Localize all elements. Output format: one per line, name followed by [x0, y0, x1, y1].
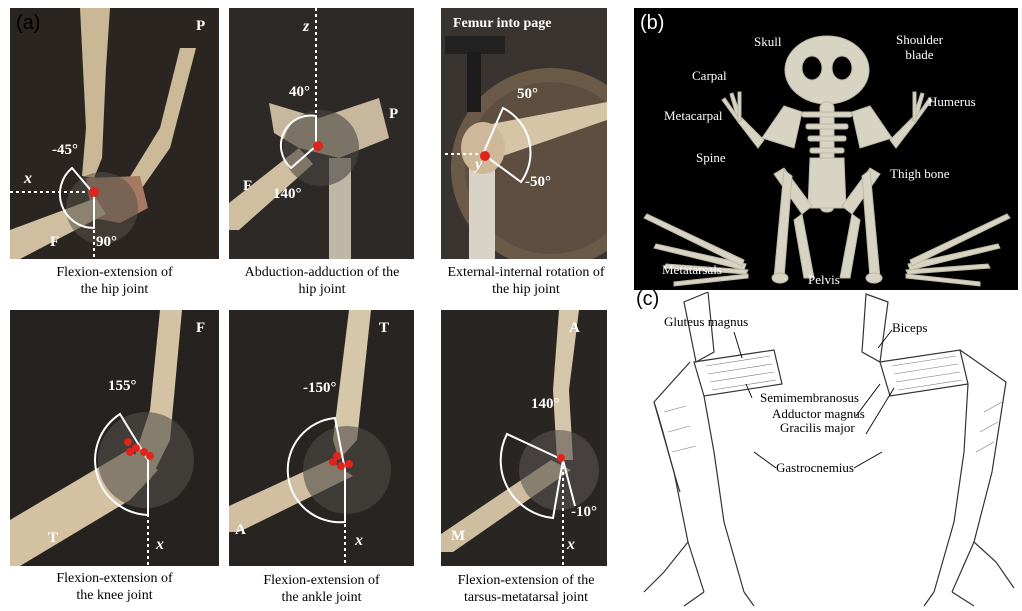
label-metatarsals: Metatarsals: [662, 262, 722, 277]
angle-knee: 155°: [108, 378, 137, 395]
photo-tarsus-metatarsal: A 140° -10° M x: [441, 310, 607, 566]
label-humerus: Humerus: [928, 94, 976, 109]
rotation-title: Femur into page: [453, 16, 552, 32]
label-tibia-t: T: [48, 530, 58, 547]
label-pelvis-p: P: [389, 106, 398, 123]
label-biceps: Biceps: [892, 320, 927, 336]
hip-rot-illustration: [441, 8, 607, 259]
label-thigh-bone: Thigh bone: [890, 166, 950, 181]
frog-muscle-illustration: [634, 292, 1018, 608]
caption-knee: Flexion-extension of the knee joint: [10, 570, 219, 604]
panel-label-c: (c): [636, 288, 659, 311]
angle-top: 50°: [517, 86, 538, 103]
angle-ankle: -150°: [303, 380, 337, 397]
label-semimembranosus: Semimembranosus: [760, 390, 859, 406]
label-carpal: Carpal: [692, 68, 727, 83]
axis-x: x: [24, 170, 32, 188]
frog-skeleton-illustration: [634, 8, 1018, 290]
panel-label-a: (a): [16, 12, 40, 35]
label-pelvis-p: P: [196, 18, 205, 35]
angle-bottom: -50°: [525, 174, 551, 191]
angle-bottom: 140°: [273, 186, 302, 203]
label-femur-f: F: [243, 178, 252, 195]
axis-x: x: [567, 536, 575, 554]
label-metatarsal-m: M: [451, 528, 465, 545]
label-gluteus-magnus: Gluteus magnus: [664, 314, 748, 330]
angle-top: -45°: [52, 142, 78, 159]
angle-top: 40°: [289, 84, 310, 101]
axis-y: y: [475, 156, 482, 174]
label-femur-f: F: [50, 234, 59, 251]
angle-bottom: 90°: [96, 234, 117, 251]
knee-illustration: [10, 310, 219, 566]
label-gracilis-major: Gracilis major: [780, 420, 855, 436]
label-ankle-a: A: [569, 320, 580, 337]
axis-x: x: [355, 532, 363, 550]
label-tibia-t: T: [379, 320, 389, 337]
angle-top: 140°: [531, 396, 560, 413]
photo-knee: F 155° T x: [10, 310, 219, 566]
photo-hip-flexion-extension: (a) P -45° x F 90°: [10, 8, 219, 259]
caption-tarsus: Flexion-extension of the tarsus-metatars…: [426, 572, 626, 606]
angle-bottom: -10°: [571, 504, 597, 521]
muscle-panel: (c) Gluteus magnus Biceps Semimembranosu…: [634, 292, 1018, 608]
label-shoulder-blade: Shoulder blade: [896, 32, 943, 62]
label-metacarpal: Metacarpal: [664, 108, 722, 123]
photo-hip-abduction-adduction: z 40° P F 140°: [229, 8, 414, 259]
photo-hip-rotation: Femur into page 50° y -50°: [441, 8, 607, 259]
label-spine: Spine: [696, 150, 726, 165]
photo-ankle: T -150° A x: [229, 310, 414, 566]
label-ankle-a: A: [235, 522, 246, 539]
caption-ankle: Flexion-extension of the ankle joint: [229, 572, 414, 606]
caption-hip-aa: Abduction-adduction of the hip joint: [222, 264, 422, 298]
axis-x: x: [156, 536, 164, 554]
panel-label-b: (b): [640, 12, 664, 35]
caption-hip-rot: External-internal rotation of the hip jo…: [426, 264, 626, 298]
label-femur-f: F: [196, 320, 205, 337]
caption-hip-fe: Flexion-extension of the hip joint: [10, 264, 219, 298]
hip-fe-illustration: [10, 8, 219, 259]
hip-aa-illustration: [229, 8, 414, 259]
ankle-illustration: [229, 310, 414, 566]
tarsus-illustration: [441, 310, 607, 566]
label-pelvis: Pelvis: [808, 272, 840, 287]
label-skull: Skull: [754, 34, 781, 49]
label-gastrocnemius: Gastrocnemius: [776, 460, 854, 476]
axis-z: z: [303, 18, 309, 36]
frog-skeleton-panel: (b) Skull Shoulder blade Carpal Humerus …: [634, 8, 1018, 290]
